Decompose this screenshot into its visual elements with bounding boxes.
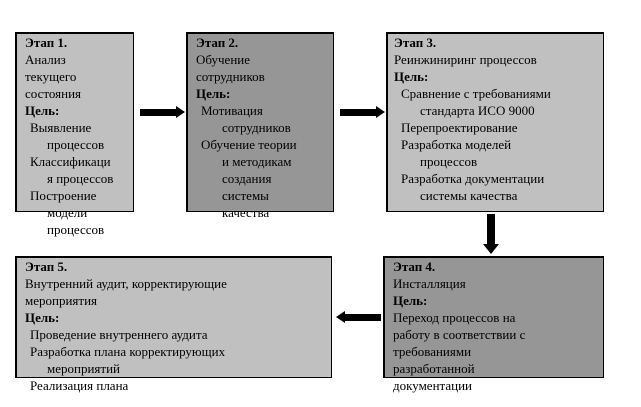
stage-1-box bbox=[15, 32, 134, 212]
stage-4-title: Этап 4. bbox=[393, 259, 436, 274]
stage-1-goal: Построение bbox=[30, 188, 97, 203]
stage-2-box bbox=[186, 32, 334, 212]
stage-2-goal: Мотивация bbox=[201, 103, 263, 118]
stage-2-goal: качества bbox=[222, 205, 270, 220]
stage-1-goal: процессов bbox=[47, 222, 105, 237]
stage-5-goal: Проведение внутреннего аудита bbox=[30, 327, 208, 342]
stage-2-line: Обучение bbox=[196, 52, 250, 67]
stage-2-line: сотрудников bbox=[196, 69, 265, 84]
stage-4-box bbox=[383, 256, 604, 378]
stage-1-goal: процессов bbox=[47, 137, 105, 152]
stage-2-goal-label: Цель: bbox=[196, 86, 231, 101]
stage-1-line: текущего bbox=[25, 69, 77, 84]
stage-3-goal: системы качества bbox=[420, 188, 518, 203]
stage-3-goal: Разработка документации bbox=[401, 171, 545, 186]
stage-5-line: мероприятия bbox=[25, 293, 98, 308]
stage-3-box bbox=[386, 32, 604, 212]
stage-2-title: Этап 2. bbox=[196, 35, 239, 50]
stage-3-goal: стандарта ИСО 9000 bbox=[420, 103, 535, 118]
stage-5-goal: Разработка плана корректирующих bbox=[30, 344, 226, 359]
stage-2-goal: системы bbox=[222, 188, 269, 203]
stage-1-goal: я процессов bbox=[47, 171, 114, 186]
stage-3-goal: Разработка моделей bbox=[401, 137, 512, 152]
stage-2-goal: создания bbox=[222, 171, 272, 186]
stage-1-title: Этап 1. bbox=[25, 35, 68, 50]
stage-4-goal-label: Цель: bbox=[393, 293, 428, 308]
stage-4-line: Инсталляция bbox=[393, 276, 466, 291]
stage-5-title: Этап 5. bbox=[25, 259, 68, 274]
stage-3-title: Этап 3. bbox=[394, 35, 437, 50]
stage-4-goal: Переход процессов на bbox=[393, 310, 516, 325]
stage-2-goal: и методикам bbox=[222, 154, 292, 169]
stage-5-goal: мероприятий bbox=[47, 361, 120, 376]
stage-1-goal: Классификаци bbox=[30, 154, 111, 169]
stage-5-goal: Реализация плана bbox=[30, 378, 129, 393]
stage-3-line: Реинжиниринг процессов bbox=[394, 52, 537, 67]
stage-5-goal-label: Цель: bbox=[25, 310, 60, 325]
stage-1-line: состояния bbox=[25, 86, 81, 101]
stage-3-goal: Перепроектирование bbox=[401, 120, 518, 135]
stage-5-line: Внутренний аудит, корректирующие bbox=[25, 276, 227, 291]
stage-1-goal: модели bbox=[47, 205, 88, 220]
stage-1-goal: Выявление bbox=[30, 120, 92, 135]
stage-3-goal-label: Цель: bbox=[394, 69, 429, 84]
stage-4-goal: документации bbox=[393, 378, 473, 393]
stage-5-box bbox=[15, 256, 332, 378]
stage-4-goal: работу в соответствии с bbox=[393, 327, 526, 342]
stage-4-goal: требованиями bbox=[393, 344, 472, 359]
stage-3-goal: Сравнение с требованиями bbox=[401, 86, 551, 101]
stage-2-goal: сотрудников bbox=[222, 120, 291, 135]
stage-3-goal: процессов bbox=[420, 154, 478, 169]
stage-2-goal: Обучение теории bbox=[201, 137, 297, 152]
stage-1-goal-label: Цель: bbox=[25, 103, 60, 118]
stage-1-line: Анализ bbox=[25, 52, 66, 67]
stage-4-goal: разработанной bbox=[393, 361, 475, 376]
